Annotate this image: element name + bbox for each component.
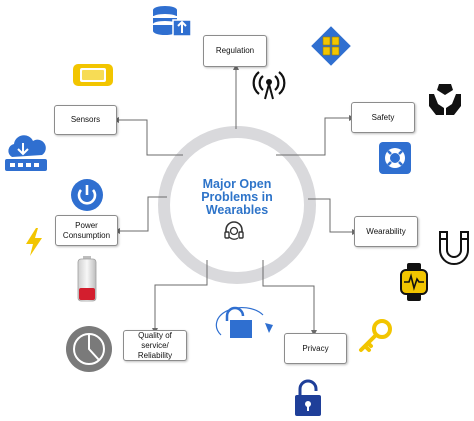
node-regulation: Regulation bbox=[203, 35, 267, 67]
database-upload-icon bbox=[153, 6, 192, 37]
lock-sync-icon bbox=[215, 306, 273, 338]
connector-wearability bbox=[308, 198, 354, 233]
smartwatch-icon bbox=[400, 263, 428, 301]
horseshoe-magnet-icon bbox=[439, 231, 469, 265]
connector-quality bbox=[154, 260, 208, 330]
padlock-icon bbox=[295, 379, 321, 416]
battery-icon bbox=[77, 256, 97, 302]
node-wearability: Wearability bbox=[354, 216, 418, 247]
connector-privacy bbox=[262, 260, 315, 332]
connector-safety bbox=[276, 117, 351, 156]
node-sensors: Sensors bbox=[54, 105, 117, 135]
pie-chart-icon bbox=[66, 326, 112, 372]
cubes-icon bbox=[311, 26, 351, 66]
key-icon bbox=[359, 319, 392, 352]
center-title-line-1: Major Open bbox=[202, 177, 272, 191]
center-title-line-2: Problems in bbox=[201, 190, 273, 204]
cloud-network-icon bbox=[5, 135, 47, 171]
center-title-line-3: Wearables bbox=[205, 203, 269, 217]
lifebuoy-icon bbox=[379, 142, 411, 174]
node-quality-of-service: Quality of service/ Reliability bbox=[123, 330, 187, 361]
wireless-signal-icon bbox=[252, 71, 286, 100]
connector-sensors bbox=[117, 119, 183, 156]
center-ring bbox=[158, 126, 316, 284]
headset-icon bbox=[224, 221, 244, 240]
safety-hands-icon bbox=[429, 84, 461, 115]
center-title: Major Open Problems in Wearables bbox=[180, 178, 294, 217]
lightning-icon bbox=[26, 228, 42, 256]
node-privacy: Privacy bbox=[284, 333, 347, 364]
power-button-icon bbox=[71, 179, 103, 211]
node-power-consumption: Power Consumption bbox=[55, 215, 118, 246]
node-safety: Safety bbox=[351, 102, 415, 133]
connector-power bbox=[118, 196, 167, 232]
sensor-device-icon bbox=[73, 64, 113, 86]
